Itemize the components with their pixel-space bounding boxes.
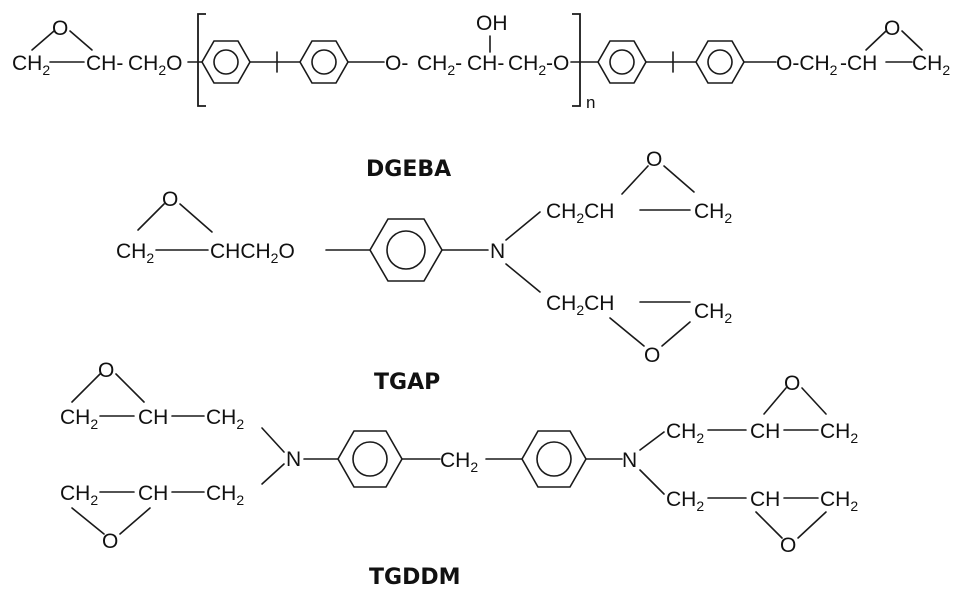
dgeba-ch2-right: CH2 — [912, 52, 950, 78]
tgap-bond — [505, 211, 541, 241]
tgddm-upper-left-ch2-2: CH2 — [206, 406, 244, 432]
tgddm-benzene-ring — [337, 430, 403, 488]
dgeba-ether-oxygen: O- — [385, 52, 408, 75]
tgap-lower-ch2: CH2 — [694, 300, 732, 326]
tgddm-lower-left-epoxide-oxygen: O — [102, 530, 118, 553]
tgddm-lower-left-ch: CH — [138, 482, 168, 505]
tgap-lower-epoxide-oxygen: O — [644, 344, 660, 367]
dgeba-ch-right: -CH — [840, 52, 877, 75]
tgap-bond — [661, 321, 691, 347]
dgeba-ch-hydroxyl-carbon: CH- — [467, 52, 504, 75]
tgddm-methylene-bridge: CH2 — [440, 449, 478, 475]
dgeba-ch2-middle: CH2- — [417, 52, 462, 78]
tgddm-bond — [119, 507, 151, 535]
dgeba-ch2-left: CH2 — [12, 52, 50, 78]
tgddm-bond — [71, 373, 101, 403]
tgap-upper-ch2: CH2 — [694, 200, 732, 226]
dgeba-ether-oxygen-2: -O — [546, 52, 569, 75]
dgeba-repeat-n: n — [586, 93, 595, 112]
tgddm-lower-right-epoxide-oxygen: O — [780, 534, 796, 557]
dgeba-bond — [865, 30, 887, 51]
tgddm-bond — [261, 463, 285, 485]
tgddm-lower-right-ch2-2: CH2 — [820, 488, 858, 514]
tgap-bond — [663, 165, 695, 193]
dgeba-ch-left: CH- — [86, 52, 123, 75]
dgeba-repeat-bracket-right — [572, 13, 581, 107]
tgddm-upper-right-ch: CH — [750, 420, 780, 443]
tgddm-bond — [71, 507, 105, 535]
tgddm-upper-left-ch2: CH2 — [60, 406, 98, 432]
tgap-upper-ch2ch: CH2CH — [546, 200, 614, 226]
tgap-epoxide-left-oxygen: O — [162, 188, 178, 211]
tgddm-upper-left-epoxide-oxygen: O — [98, 359, 114, 382]
tgap-bond — [609, 317, 645, 347]
dgeba-benzene-ring — [695, 40, 745, 84]
dgeba-och2-right: O-CH2 — [776, 52, 838, 78]
dgeba-benzene-ring — [597, 40, 647, 84]
tgddm-lower-right-ch: CH — [750, 488, 780, 511]
tgddm-bond — [115, 373, 145, 403]
dgeba-epoxide-right-oxygen: O — [884, 17, 900, 40]
dgeba-benzene-ring — [201, 40, 251, 84]
dgeba-structure: O CH2 CH- CH2O O- CH2- CH- OH CH2 -O — [12, 12, 950, 112]
tgap-bond — [179, 203, 213, 233]
dgeba-repeat-bracket-left — [197, 13, 206, 107]
tgap-lower-ch2ch: CH2CH — [546, 292, 614, 318]
tgddm-upper-right-ch2-2: CH2 — [820, 420, 858, 446]
tgddm-bond — [763, 387, 787, 415]
dgeba-epoxide-left-oxygen: O — [52, 17, 68, 40]
dgeba-bond — [31, 30, 55, 51]
tgap-bond — [505, 263, 541, 293]
tgddm-right-nitrogen: N — [622, 449, 637, 472]
tgddm-lower-right-ch2: CH2 — [666, 488, 704, 514]
tgddm-upper-right-epoxide-oxygen: O — [784, 372, 800, 395]
tgddm-lower-left-ch2-2: CH2 — [206, 482, 244, 508]
tgddm-upper-left-ch: CH — [138, 406, 168, 429]
tgddm-caption: TGDDM — [369, 565, 460, 590]
tgddm-structure: O CH2 CH CH2 CH2 CH CH2 O N CH2 — [60, 359, 858, 557]
tgap-nitrogen: N — [490, 240, 505, 263]
tgddm-lower-left-ch2: CH2 — [60, 482, 98, 508]
tgddm-bond — [755, 511, 783, 539]
dgeba-ch2-right-middle: CH2 — [508, 52, 546, 78]
dgeba-caption: DGEBA — [366, 157, 451, 182]
dgeba-bond — [69, 30, 93, 51]
tgddm-upper-right-ch2: CH2 — [666, 420, 704, 446]
tgap-upper-epoxide-oxygen: O — [646, 148, 662, 171]
dgeba-ch2o-left: CH2O — [128, 52, 182, 78]
tgap-ch2-left: CH2 — [116, 240, 154, 266]
tgap-caption: TGAP — [374, 370, 440, 395]
tgap-bond — [621, 165, 649, 195]
dgeba-benzene-ring — [299, 40, 349, 84]
tgap-structure: O CH2 CHCH2O N CH2CH CH2 O CH2CH CH2 O — [116, 148, 732, 367]
dgeba-bond — [901, 30, 923, 51]
tgddm-left-nitrogen: N — [286, 448, 301, 471]
tgap-chch2o: CHCH2O — [210, 240, 295, 266]
tgddm-benzene-ring — [521, 430, 587, 488]
tgddm-bond — [797, 511, 827, 539]
dgeba-hydroxyl: OH — [476, 12, 508, 35]
tgap-bond — [137, 203, 165, 231]
tgddm-bond — [639, 469, 665, 495]
tgddm-bond — [261, 427, 285, 453]
tgddm-bond — [639, 431, 665, 451]
tgddm-bond — [801, 387, 827, 415]
tgap-benzene-ring — [369, 218, 443, 282]
